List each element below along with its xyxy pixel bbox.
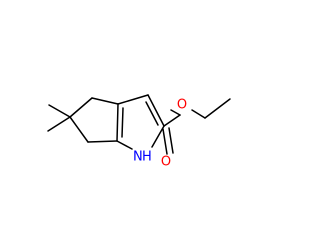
carbonyl-double-bond-b [168,127,174,154]
ring-fusion-bond [116,103,119,142]
structure-canvas: N H O O [47,94,231,170]
ester-bond-o-ch2 [191,109,206,119]
ring-double-bond-c3-c2 [145,101,159,126]
ester-bond-c2-carbonyl [163,114,181,127]
ester-oxygen-label: O [177,98,187,113]
carbonyl-double-bond-a [162,128,168,155]
ethyl-bond-ch2-ch3 [204,98,231,119]
ester-bond-c2-o [170,109,181,116]
carbonyl-oxygen-label: O [161,155,171,170]
ring-bond-c6a-n [116,140,133,150]
ring-bond-c3a-c3 [117,94,149,105]
ring-bond-c4-c3a [91,97,119,105]
ring-bond-c3-c2 [147,94,165,127]
nitrogen-hydrogen-label: H [142,150,152,165]
ring-bond-n-c2 [151,125,165,148]
nitrogen-atom-label: N [133,150,143,165]
ring-bond-c6-c6a [87,140,118,143]
chemical-structure-diagram: N H O O [47,94,231,170]
methyl-bond-upper [48,104,71,118]
methyl-bond-lower [47,116,71,132]
ring-fusion-double-bond [121,107,124,138]
ring-bond-c5-c6 [69,116,89,143]
ring-bond-c5-c4 [69,97,93,118]
